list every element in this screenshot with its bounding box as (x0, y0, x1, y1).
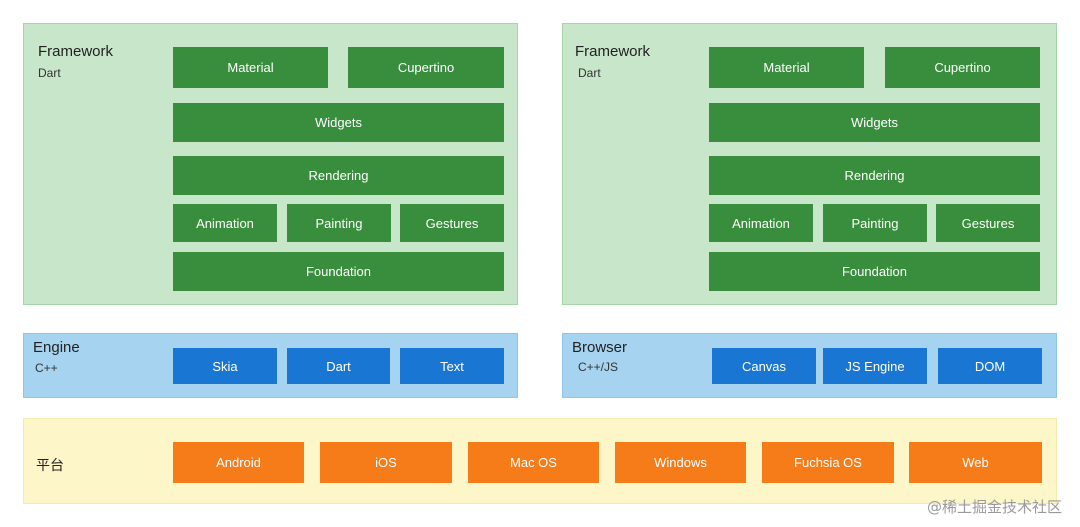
framework-subtitle-right: Dart (578, 66, 601, 80)
text-box: Text (400, 348, 504, 384)
animation-box-left: Animation (173, 204, 277, 242)
framework-title-right: Framework (575, 43, 651, 60)
canvas-box: Canvas (712, 348, 816, 384)
fuchsia-os-box: Fuchsia OS (762, 442, 894, 483)
foundation-box-left: Foundation (173, 252, 504, 291)
material-box-left: Material (173, 47, 328, 88)
cupertino-box-right: Cupertino (885, 47, 1040, 88)
painting-box-right: Painting (823, 204, 927, 242)
framework-subtitle-left: Dart (38, 66, 61, 80)
widgets-box-right: Widgets (709, 103, 1040, 142)
web-box: Web (909, 442, 1042, 483)
widgets-box-left: Widgets (173, 103, 504, 142)
platform-title: 平台 (36, 458, 64, 474)
watermark: @稀土掘金技术社区 (926, 498, 1062, 516)
rendering-box-right: Rendering (709, 156, 1040, 195)
gestures-box-left: Gestures (400, 204, 504, 242)
gestures-box-right: Gestures (936, 204, 1040, 242)
animation-box-right: Animation (709, 204, 813, 242)
android-box: Android (173, 442, 304, 483)
dom-box: DOM (938, 348, 1042, 384)
skia-box: Skia (173, 348, 277, 384)
framework-title-left: Framework (38, 43, 114, 60)
js-engine-box: JS Engine (823, 348, 927, 384)
browser-title: Browser (572, 339, 628, 356)
cupertino-box-left: Cupertino (348, 47, 504, 88)
foundation-box-right: Foundation (709, 252, 1040, 291)
macos-box: Mac OS (468, 442, 599, 483)
browser-subtitle: C++/JS (578, 360, 619, 374)
ios-box: iOS (320, 442, 452, 483)
dart-engine-box: Dart (287, 348, 390, 384)
windows-box: Windows (615, 442, 746, 483)
engine-subtitle: C++ (35, 361, 58, 375)
rendering-box-left: Rendering (173, 156, 504, 195)
engine-title: Engine (33, 339, 80, 356)
material-box-right: Material (709, 47, 864, 88)
painting-box-left: Painting (287, 204, 391, 242)
